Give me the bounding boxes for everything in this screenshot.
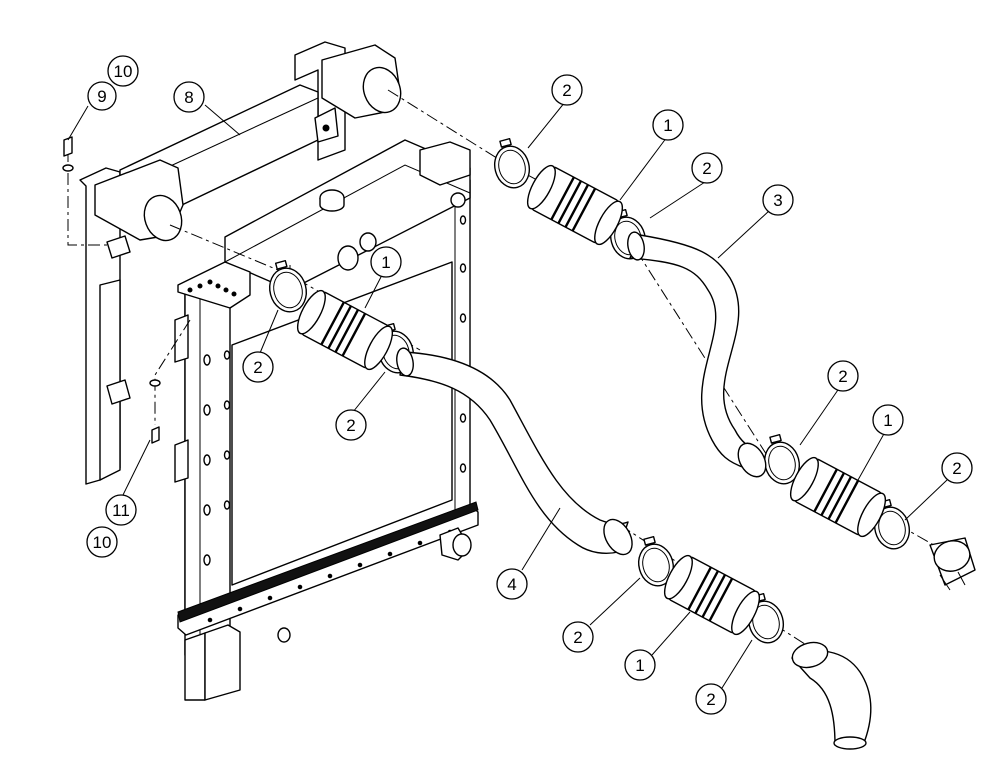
callout-3: 3 xyxy=(762,184,794,216)
callout-1-d-label: 1 xyxy=(635,656,644,675)
callout-2-g-label: 2 xyxy=(573,628,582,647)
hardware-bolts xyxy=(62,136,161,444)
callout-2-c: 2 xyxy=(242,351,274,383)
callout-9: 9 xyxy=(87,81,117,111)
callout-1-c: 1 xyxy=(872,404,904,436)
callout-10-top: 10 xyxy=(107,55,139,87)
callout-11-label: 11 xyxy=(112,501,130,520)
leader-lines xyxy=(67,101,948,689)
coupler-sleeves xyxy=(296,164,887,636)
callout-11: 11 xyxy=(105,494,137,526)
callout-2-c-label: 2 xyxy=(253,358,262,377)
callout-2-h: 2 xyxy=(695,683,727,715)
callout-4-label: 4 xyxy=(507,575,516,594)
callout-10-bottom: 10 xyxy=(86,526,118,558)
callout-2-a-label: 2 xyxy=(562,81,571,100)
callout-1-b: 1 xyxy=(370,246,402,278)
callout-2-f: 2 xyxy=(941,452,973,484)
callout-8-label: 8 xyxy=(184,88,193,107)
callout-2-h-label: 2 xyxy=(706,690,715,709)
callout-1-c-label: 1 xyxy=(883,411,892,430)
callout-9-label: 9 xyxy=(97,87,106,106)
callout-2-b: 2 xyxy=(691,152,723,184)
callout-2-e-label: 2 xyxy=(838,367,847,386)
callout-3-label: 3 xyxy=(773,191,782,210)
charge-air-tube-lower xyxy=(396,347,633,556)
callout-2-b-label: 2 xyxy=(702,159,711,178)
callout-10-top-label: 10 xyxy=(114,62,133,81)
callout-1-b-label: 1 xyxy=(381,253,390,272)
callout-2-d: 2 xyxy=(335,409,367,441)
callout-1-a: 1 xyxy=(652,109,684,141)
callout-1-a-label: 1 xyxy=(663,116,672,135)
callout-1-d: 1 xyxy=(624,649,656,681)
charge-air-tube-upper xyxy=(627,231,767,478)
callout-10-bottom-label: 10 xyxy=(93,533,112,552)
callout-2-g: 2 xyxy=(562,621,594,653)
callout-4: 4 xyxy=(496,568,528,600)
charge-air-cooler-frame xyxy=(79,41,479,701)
callout-2-e: 2 xyxy=(827,360,859,392)
callout-2-d-label: 2 xyxy=(346,416,355,435)
callout-2-f-label: 2 xyxy=(952,459,961,478)
elbow-connector-right xyxy=(929,537,976,591)
callout-2-a: 2 xyxy=(551,74,583,106)
elbow-connector-lower xyxy=(791,641,872,750)
callout-8: 8 xyxy=(173,81,205,113)
